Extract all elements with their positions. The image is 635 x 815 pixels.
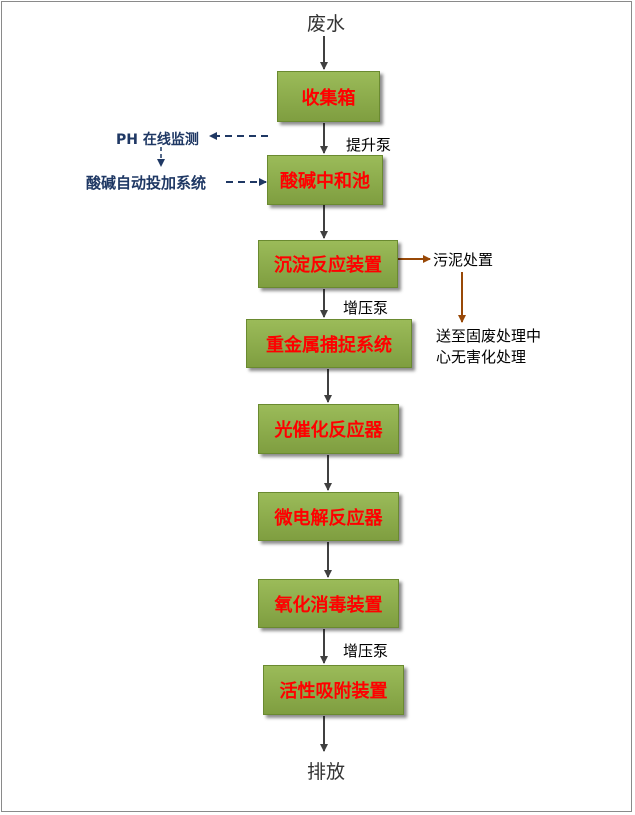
dosing-system-label: 酸碱自动投加系统 (86, 174, 207, 192)
sludge-destination-line1: 送至固废处理中 (436, 327, 542, 345)
photocatalytic-reactor-box: 光催化反应器 (258, 404, 399, 454)
booster-pump-label-1: 增压泵 (343, 299, 389, 317)
activated-adsorption-box: 活性吸附装置 (263, 665, 404, 715)
input-label: 废水 (307, 13, 346, 35)
output-label: 排放 (307, 761, 346, 783)
oxidation-disinfection-box: 氧化消毒装置 (258, 579, 399, 628)
collection-tank-box: 收集箱 (277, 71, 380, 122)
booster-pump-label-2: 增压泵 (343, 642, 389, 660)
lift-pump-label: 提升泵 (346, 136, 392, 154)
sedimentation-unit-box: 沉淀反应装置 (258, 240, 398, 288)
sludge-destination-line2: 心无害化处理 (436, 348, 527, 366)
microelectrolysis-reactor-box: 微电解反应器 (258, 492, 399, 541)
heavy-metal-capture-box: 重金属捕捉系统 (246, 319, 412, 368)
sludge-label: 污泥处置 (433, 251, 494, 269)
ph-monitor-label: PH 在线监测 (116, 132, 199, 148)
neutralization-tank-box: 酸碱中和池 (267, 155, 383, 205)
